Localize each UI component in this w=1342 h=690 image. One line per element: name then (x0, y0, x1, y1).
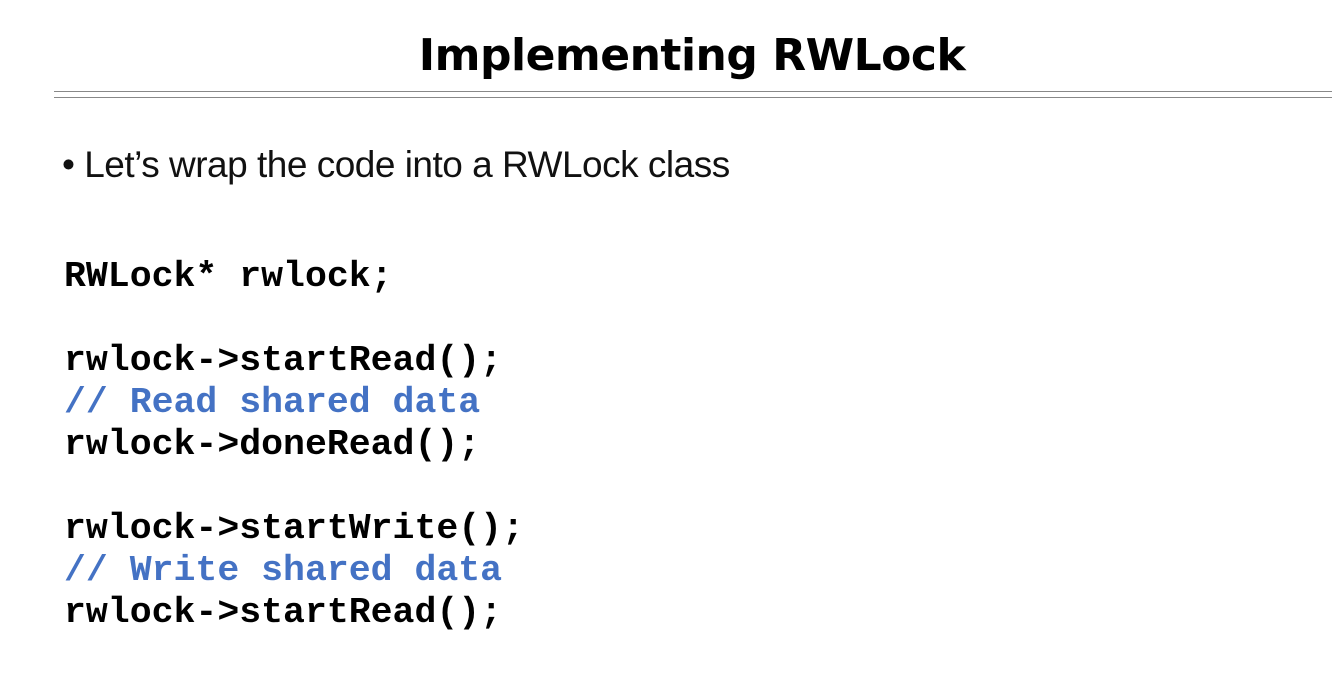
code-line: rwlock->startRead(); (64, 340, 503, 381)
code-comment: // Write shared data (64, 550, 503, 591)
title-divider-bottom (54, 97, 1332, 98)
code-line: rwlock->startWrite(); (64, 508, 524, 549)
bullet-point: • Let’s wrap the code into a RWLock clas… (62, 144, 730, 185)
slide-title: Implementing RWLock (418, 30, 966, 81)
code-line: rwlock->doneRead(); (64, 424, 481, 465)
code-blank-line (64, 466, 524, 508)
code-blank-line (64, 298, 524, 340)
code-line: rwlock->startRead(); (64, 592, 503, 633)
code-line: RWLock* rwlock; (64, 256, 393, 297)
title-divider-top (54, 91, 1332, 92)
code-block: RWLock* rwlock; rwlock->startRead(); // … (64, 256, 524, 634)
code-comment: // Read shared data (64, 382, 481, 423)
